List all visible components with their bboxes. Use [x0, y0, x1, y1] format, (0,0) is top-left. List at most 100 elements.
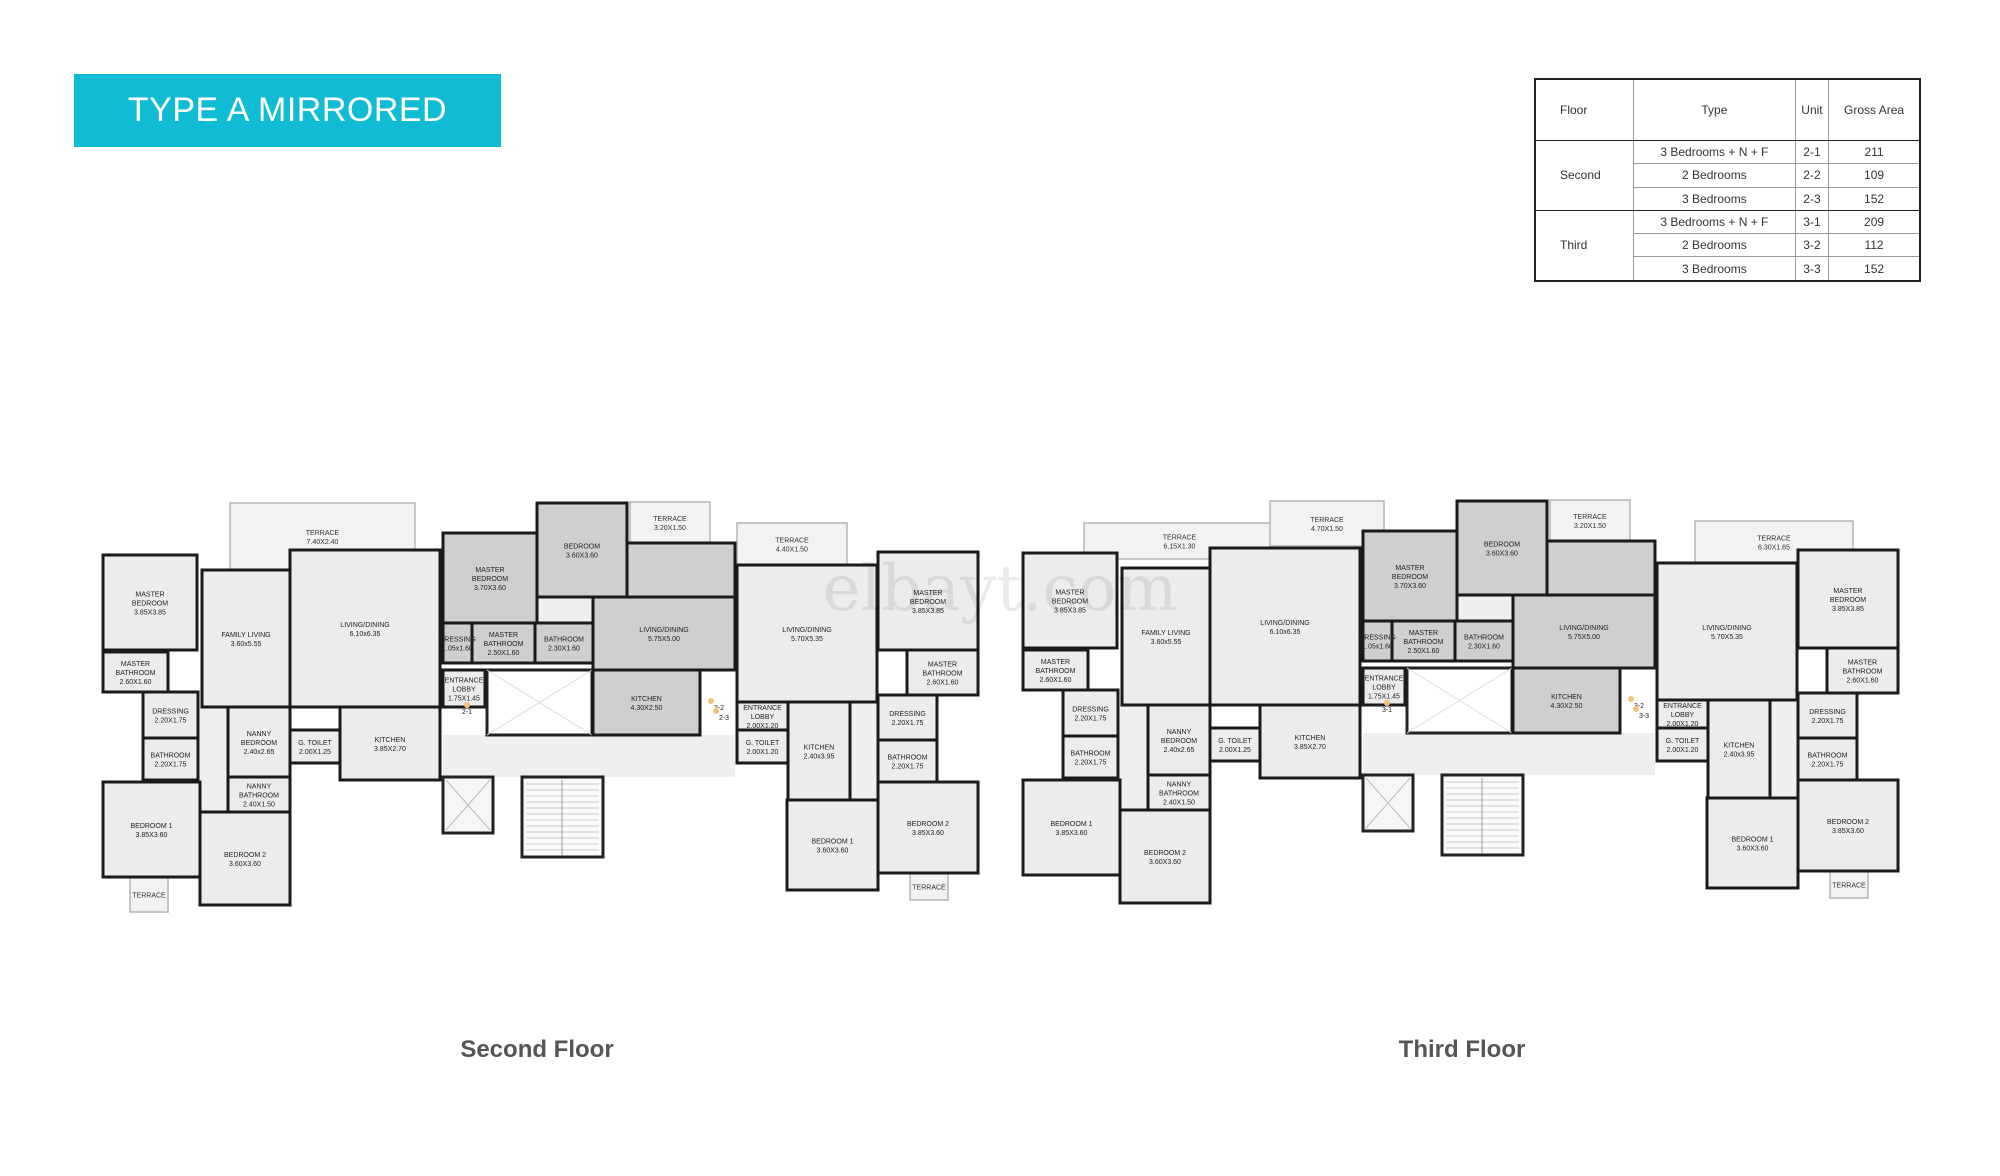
room-area — [1453, 619, 1515, 663]
room-label: 2.60X1.60 — [1040, 677, 1072, 684]
watermark: elbayt.com — [823, 552, 1178, 626]
room-label: 4.30X2.50 — [631, 705, 663, 712]
room-a-bath — [141, 736, 200, 782]
room-label: 2.20X1.75 — [1812, 718, 1844, 725]
room-label: ENTRANCE — [1365, 676, 1404, 683]
unit-label: 2-2 — [714, 705, 724, 712]
unit-marker: 2-3 — [713, 708, 729, 722]
room-label: BATHROOM — [1808, 753, 1848, 760]
room-b-dress — [441, 621, 474, 665]
room-label: BATHROOM — [1159, 791, 1199, 798]
room-label: ENTRANCE — [445, 678, 484, 685]
room-label: MASTER — [1055, 590, 1084, 597]
gross-area-cell: 152 — [1828, 186, 1921, 211]
room-label: 2.40x2.65 — [244, 749, 275, 756]
room-label: 6.10x6.35 — [1270, 629, 1301, 636]
room-area — [1361, 666, 1407, 707]
room-label: NANNY — [247, 731, 272, 738]
gross-area-cell: 211 — [1828, 139, 1921, 165]
room-label: KITCHEN — [1724, 743, 1755, 750]
room-label: 2.20X1.75 — [1812, 762, 1844, 769]
room-label-group-a-bed2: BEDROOM 23.60X3.60 — [224, 852, 266, 868]
room-label: BEDROOM 1 — [1050, 821, 1092, 828]
header-floor: Floor — [1534, 78, 1634, 141]
room-label: BEDROOM 2 — [907, 821, 949, 828]
page-title: TYPE A MIRRORED — [127, 91, 448, 129]
room-label: BEDROOM — [1392, 574, 1428, 581]
room-area — [141, 736, 200, 782]
room-label: BEDROOM — [1052, 599, 1088, 606]
terrace-area — [1549, 499, 1631, 542]
room-a-gt — [1208, 726, 1262, 763]
room-label-group-a-bed2: BEDROOM 23.60X3.60 — [1144, 850, 1186, 866]
room-label: BEDROOM 1 — [811, 839, 853, 846]
gross-area-cell: 209 — [1828, 209, 1921, 235]
unit-cell: 2-2 — [1794, 163, 1830, 188]
terrace-area — [736, 522, 848, 566]
room-a-fam — [1120, 566, 1212, 707]
staircase — [520, 775, 605, 859]
room-c-mbath — [905, 648, 980, 697]
unit-label: 3-3 — [1639, 713, 1649, 720]
room-label: LIVING/DINING — [782, 627, 831, 634]
room-area — [533, 621, 595, 665]
room-label: MASTER — [475, 567, 504, 574]
room-c-gt — [1655, 726, 1710, 763]
corridor — [1363, 733, 1655, 775]
room-label: MASTER — [1409, 630, 1438, 637]
room-area — [1655, 726, 1710, 763]
room-label: 2.60X1.60 — [927, 680, 959, 687]
room-label: 2.30X1.60 — [1468, 644, 1500, 651]
room-label: 2.60X1.60 — [1847, 678, 1879, 685]
room-label: 1.05x1.60 — [442, 646, 473, 653]
room-c-mbath — [1825, 646, 1900, 695]
room-label: 3.60X3.60 — [229, 861, 261, 868]
room-b-mbath — [470, 621, 537, 665]
room-label: 2.20X1.75 — [1075, 716, 1107, 723]
room-c-liv — [1655, 561, 1799, 702]
room-area — [101, 780, 202, 879]
room-area — [1118, 808, 1212, 905]
room-area — [1021, 648, 1090, 692]
room-label: BATHROOM — [1036, 668, 1076, 675]
room-label: 3.60x5.55 — [231, 641, 262, 648]
room-label: KITCHEN — [1295, 735, 1326, 742]
room-area — [1208, 546, 1362, 707]
room-area — [101, 650, 170, 694]
room-label: 3.70X3.60 — [1394, 583, 1426, 590]
room-area — [591, 595, 737, 672]
room-label: 3.85X3.85 — [1832, 606, 1864, 613]
room-label: MASTER — [135, 592, 164, 599]
room-a-liv — [288, 548, 442, 709]
room-label: 3.85X2.70 — [1294, 744, 1326, 751]
room-area — [441, 531, 539, 625]
room-label: 2.00X1.20 — [747, 723, 779, 730]
room-label: 4.30X2.50 — [1551, 703, 1583, 710]
room-label: 3.85X3.85 — [912, 608, 944, 615]
room-label: BEDROOM — [564, 544, 600, 551]
room-c-bed1 — [1705, 796, 1800, 890]
room-label: 3.85X3.60 — [136, 832, 168, 839]
room-b-bath — [533, 621, 595, 665]
room-a-mbath — [1021, 648, 1090, 692]
room-label: 2.00X1.20 — [1667, 721, 1699, 728]
terrace-area — [129, 876, 169, 913]
unit-label: 3-2 — [1634, 703, 1644, 710]
room-label: 2.40X1.50 — [243, 802, 275, 809]
room-label-group-c-bed1: BEDROOM 13.60X3.60 — [1731, 837, 1773, 853]
room-label: NANNY — [1167, 782, 1192, 789]
room-label-group-a-bed1: BEDROOM 13.85X3.60 — [1050, 821, 1092, 837]
room-label: 3.85X2.70 — [374, 746, 406, 753]
